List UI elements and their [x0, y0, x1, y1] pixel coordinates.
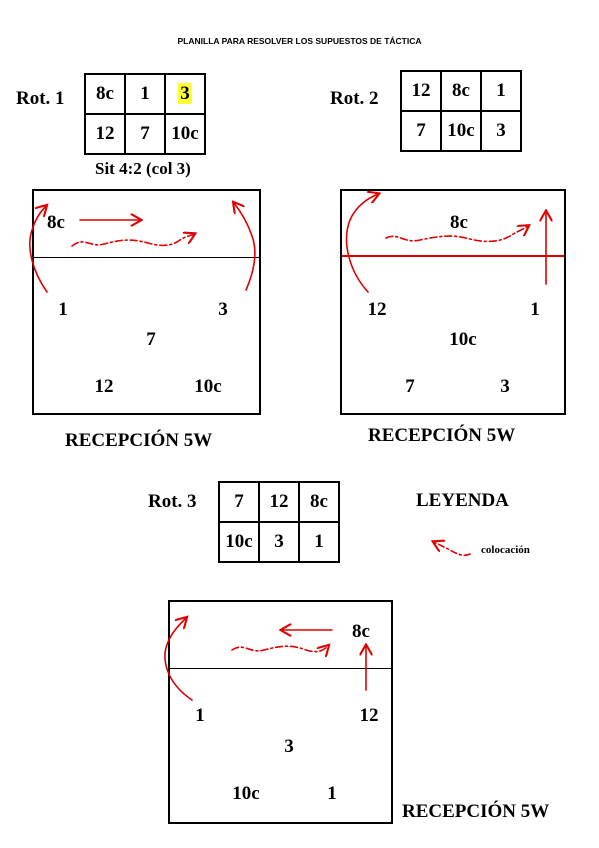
rot1-cell: 3: [164, 73, 206, 115]
rot3-cell: 7: [218, 481, 260, 523]
player-label: 3: [284, 736, 294, 757]
rot1-cell: 10c: [164, 113, 206, 155]
player-label: 12: [94, 376, 114, 397]
court1-caption: RECEPCIÓN 5W: [65, 430, 213, 451]
legend-setting-arrow-icon: [434, 542, 471, 557]
player-label: 10c: [232, 783, 260, 804]
rot2-cell: 7: [400, 110, 442, 152]
net-line: [170, 668, 391, 669]
rot3-grid: 7 12 8c 10c 3 1: [218, 481, 340, 563]
player-label: 1: [195, 705, 205, 726]
net-line: [342, 255, 564, 257]
player-label: 8c: [352, 621, 370, 642]
legend-item-label: colocación: [481, 544, 530, 556]
rot3-cell: 10c: [218, 521, 260, 563]
rot2-cell: 8c: [440, 70, 482, 112]
rot3-cell: 3: [258, 521, 300, 563]
rot1-grid: 8c 1 3 12 7 10c: [84, 73, 206, 155]
player-label: 12: [359, 705, 379, 726]
rot1-highlighted-cell: 3: [178, 83, 192, 104]
court-rot2: 8c 12 1 10c 7 3: [340, 189, 566, 415]
court3-caption: RECEPCIÓN 5W: [402, 801, 550, 822]
rot3-label: Rot. 3: [148, 491, 197, 512]
rot2-cell: 1: [480, 70, 522, 112]
rot1-cell: 7: [124, 113, 166, 155]
rot1-cell: 1: [124, 73, 166, 115]
rot3-cell: 1: [298, 521, 340, 563]
court2-caption: RECEPCIÓN 5W: [368, 425, 516, 446]
player-label: 1: [530, 299, 540, 320]
player-label: 8c: [450, 212, 468, 233]
court-rot3: 8c 1 12 3 10c 1: [168, 600, 393, 824]
rot2-cell: 3: [480, 110, 522, 152]
page-title: PLANILLA PARA RESOLVER LOS SUPUESTOS DE …: [177, 36, 422, 46]
player-label: 10c: [194, 376, 222, 397]
rot3-cell: 12: [258, 481, 300, 523]
player-label: 1: [58, 299, 68, 320]
player-label: 1: [327, 783, 337, 804]
rot2-grid: 12 8c 1 7 10c 3: [400, 70, 522, 152]
rot1-label: Rot. 1: [16, 88, 65, 109]
rot3-cell: 8c: [298, 481, 340, 523]
rot1-cell: 12: [84, 113, 126, 155]
rot2-cell: 12: [400, 70, 442, 112]
situation-label: Sit 4:2 (col 3): [95, 159, 191, 178]
rot2-cell: 10c: [440, 110, 482, 152]
player-label: 3: [500, 376, 510, 397]
player-label: 7: [146, 329, 156, 350]
player-label: 12: [367, 299, 387, 320]
rot1-cell: 8c: [84, 73, 126, 115]
player-label: 10c: [449, 329, 477, 350]
net-line: [34, 257, 259, 258]
court-rot1: 8c 1 3 7 12 10c: [32, 189, 261, 415]
player-label: 8c: [47, 212, 65, 233]
player-label: 7: [405, 376, 415, 397]
legend-title: LEYENDA: [416, 490, 509, 511]
rot2-label: Rot. 2: [330, 88, 379, 109]
player-label: 3: [218, 299, 228, 320]
